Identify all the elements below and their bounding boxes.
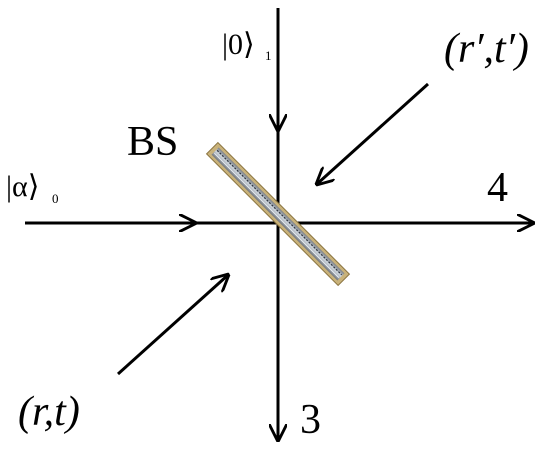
diagonal-arrow	[116, 275, 228, 376]
coefficients-label: (r,t)	[18, 389, 80, 435]
input-0-subscript: 0	[52, 191, 59, 206]
input-1-ket-label: |0⟩	[222, 28, 255, 61]
input-0-ket-label: |α⟩	[6, 170, 39, 203]
input-1-subscript: 1	[265, 48, 272, 63]
beam-splitter-label: BS	[127, 119, 178, 165]
beam-splitter-plate	[205, 141, 351, 287]
diagonal-arrow-prime	[317, 82, 430, 184]
coefficients-prime-label: (r′,t′)	[444, 26, 529, 72]
output-4-label: 4	[487, 165, 508, 211]
output-3-label: 3	[300, 397, 321, 443]
